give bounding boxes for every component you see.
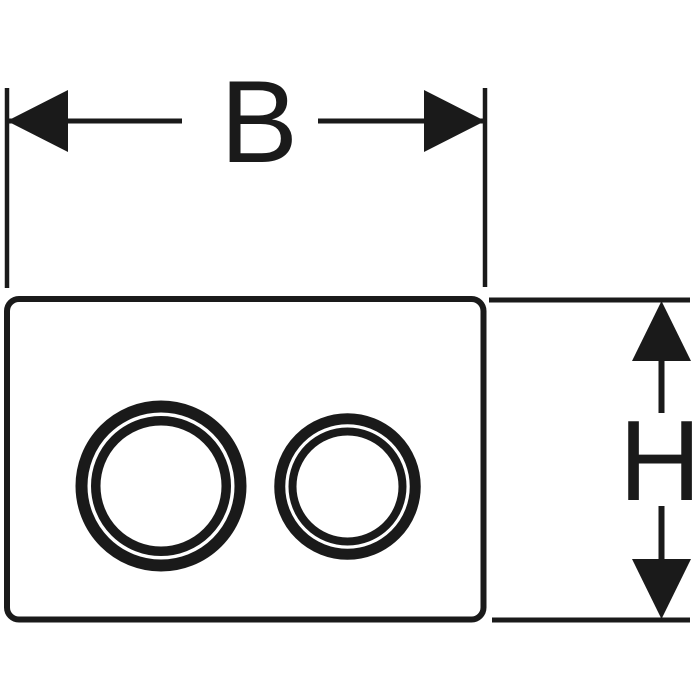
arrow-left-icon [7, 90, 68, 152]
arrow-right-icon [424, 90, 485, 152]
large-button-outer-ring [75, 400, 247, 572]
small-button-inner-ring [288, 427, 407, 546]
width-dimension: B [4, 56, 488, 288]
arrow-up-icon [632, 301, 691, 361]
height-dimension: H [489, 297, 700, 623]
width-label: B [220, 56, 298, 187]
arrow-down-icon [632, 559, 691, 619]
large-button-inner-ring [91, 416, 231, 556]
large-flush-button [75, 400, 247, 572]
small-flush-button [274, 413, 421, 560]
actuator-plate [4, 296, 487, 623]
height-label: H [619, 398, 700, 525]
small-button-outer-ring [274, 413, 421, 560]
